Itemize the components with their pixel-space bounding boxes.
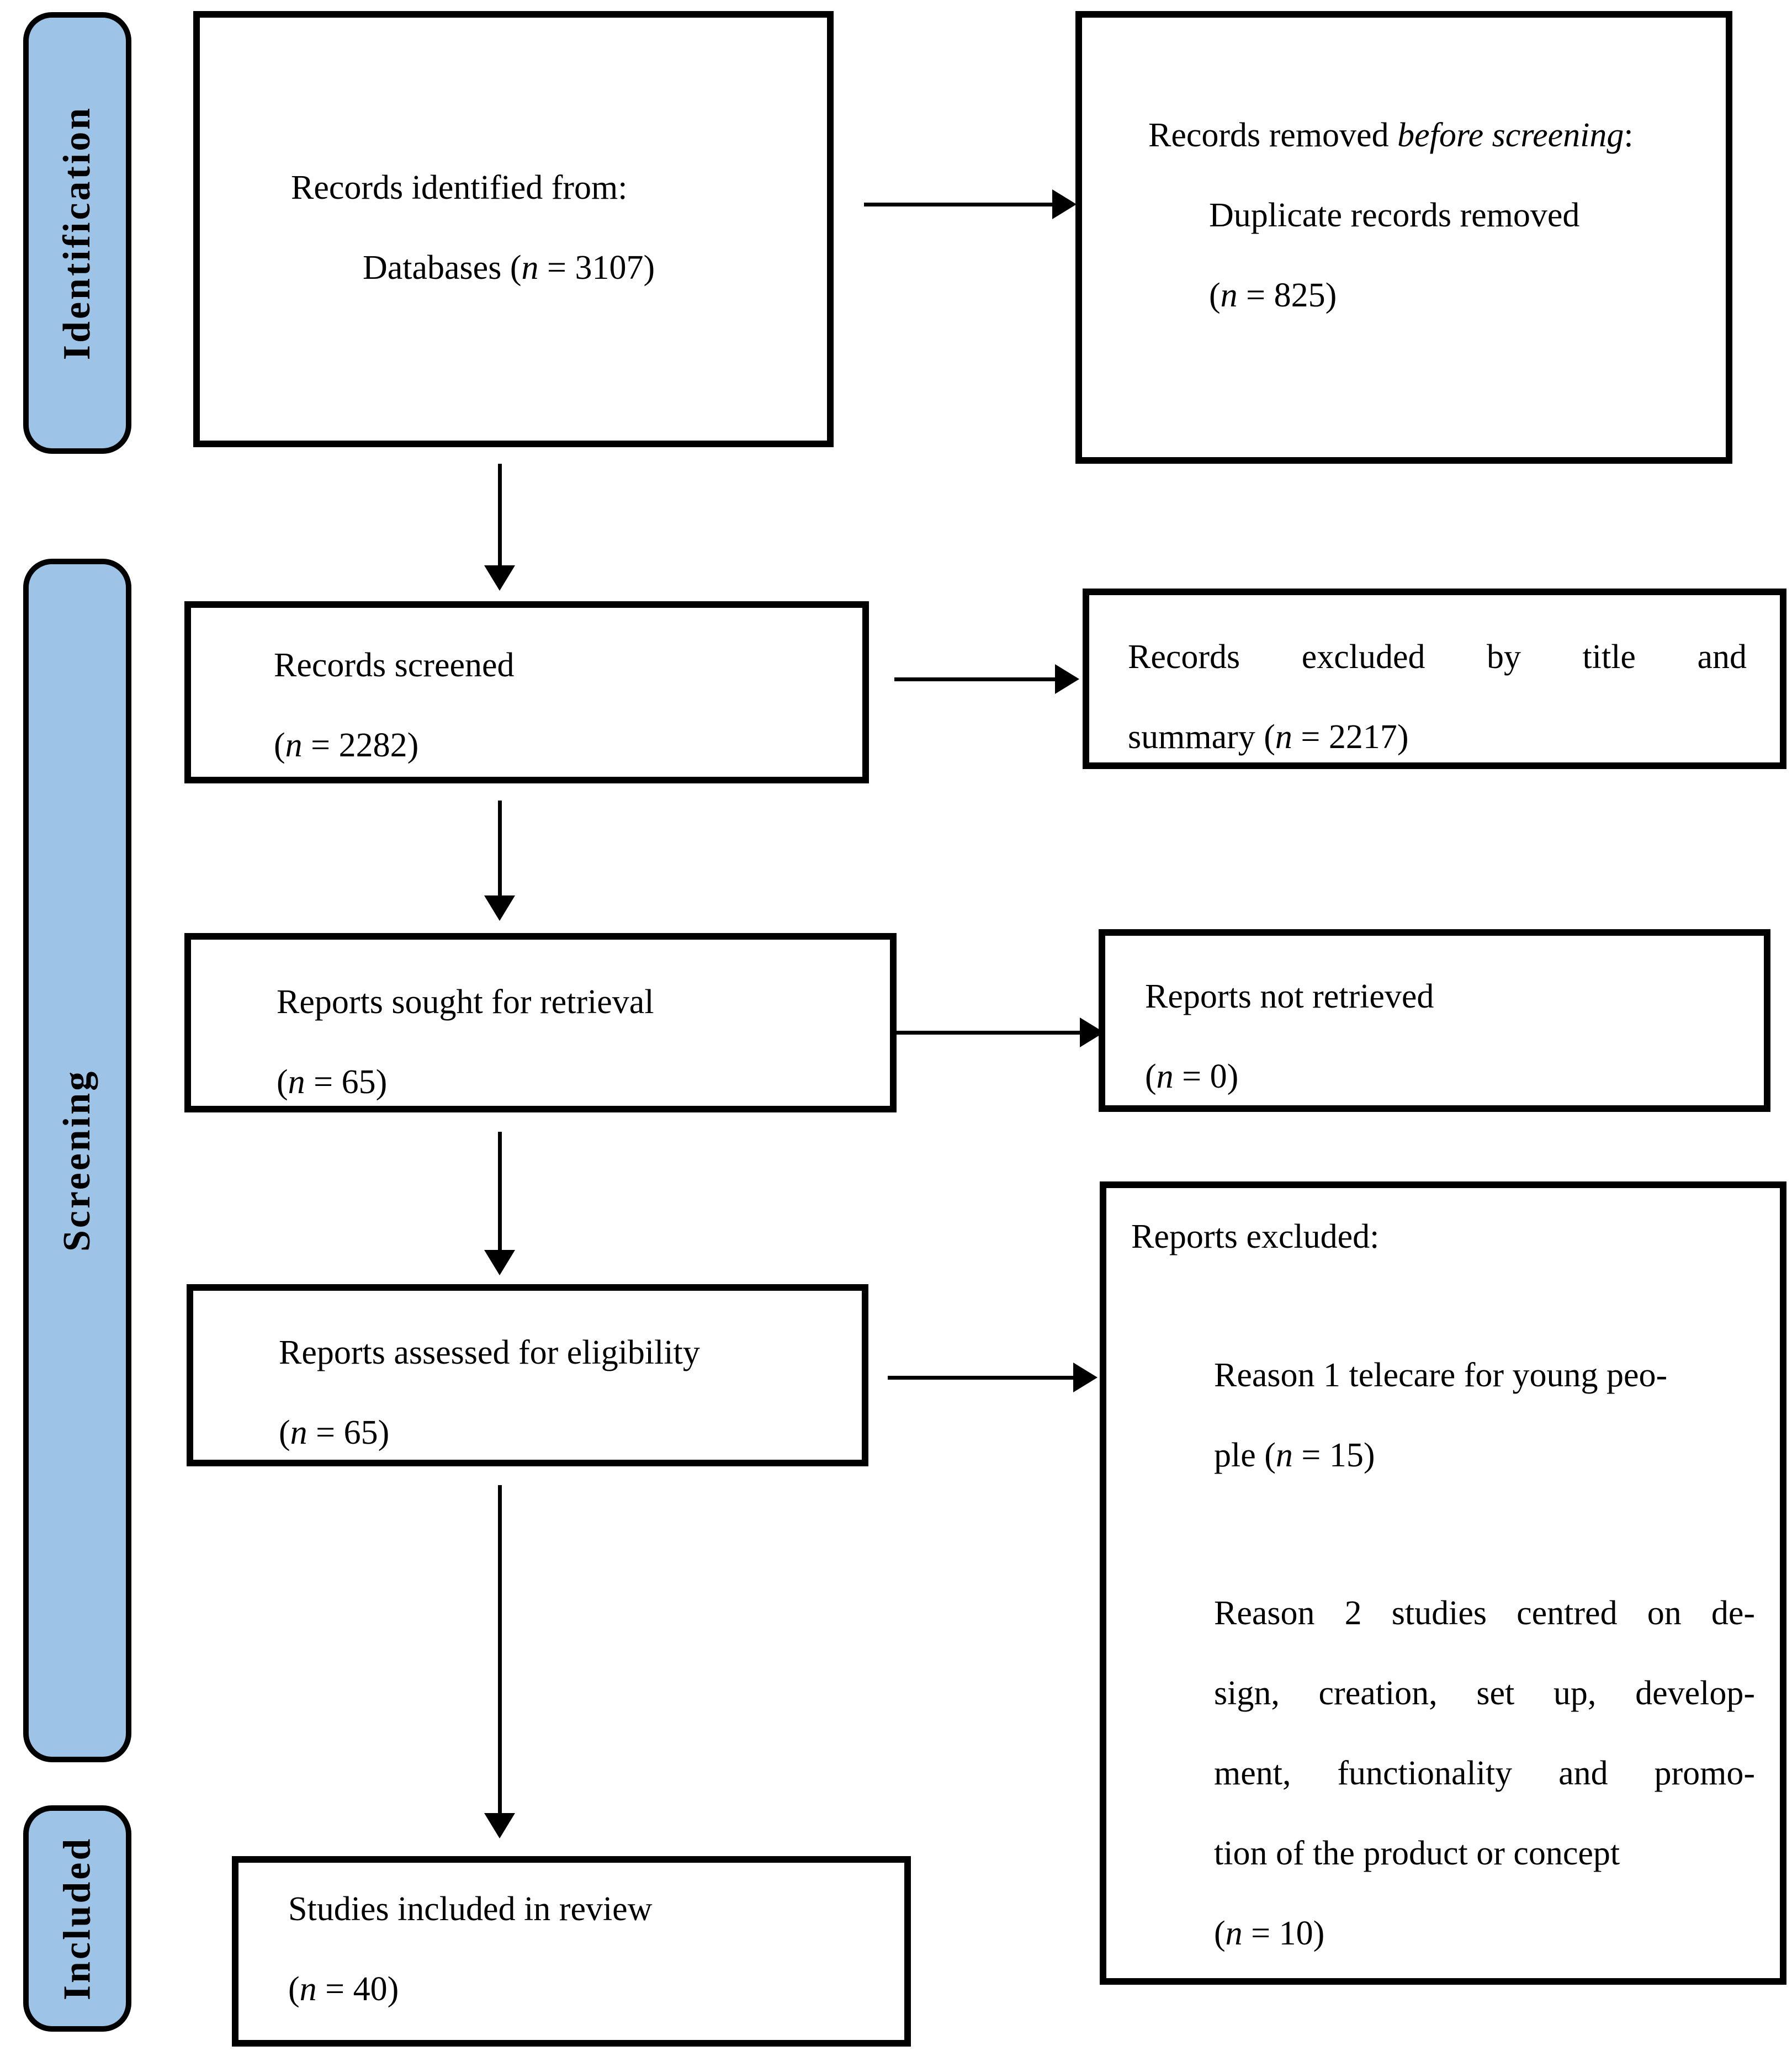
n-italic: n	[1275, 718, 1292, 756]
box-records-excluded: Records excluded by title and summary (n…	[1083, 589, 1786, 769]
n-italic: n	[1156, 1058, 1174, 1095]
arrow-head-right-icon	[1080, 1017, 1104, 1047]
arrow-shaft	[498, 801, 502, 901]
studies-included-count: (n = 40)	[288, 1970, 399, 2008]
arrow-identified-to-screened	[484, 464, 515, 591]
reports-assessed-count: (n = 65)	[279, 1414, 390, 1451]
arrow-head-down-icon	[484, 895, 515, 921]
arrow-shaft	[864, 203, 1057, 206]
reports-not-retrieved-line1: Reports not retrieved	[1145, 978, 1434, 1015]
arrow-head-right-icon	[1073, 1363, 1098, 1392]
reason-2-count: (n = 10)	[1214, 1915, 1325, 1952]
n-italic: n	[521, 249, 539, 287]
arrow-head-down-icon	[484, 1250, 515, 1275]
arrow-sought-to-not-retrieved	[894, 1017, 1104, 1047]
box-reports-not-retrieved: Reports not retrieved (n = 0)	[1099, 929, 1770, 1112]
records-identified-count: Databases (n = 3107)	[363, 249, 655, 287]
arrow-shaft	[498, 464, 502, 571]
stage-label-screening-text: Screening	[56, 1069, 99, 1252]
box-studies-included: Studies included in review (n = 40)	[232, 1856, 911, 2047]
n-italic: n	[1275, 1437, 1293, 1474]
records-removed-count: (n = 825)	[1209, 277, 1337, 314]
records-removed-line1: Records removed before screening:	[1148, 116, 1634, 154]
arrow-head-right-icon	[1055, 664, 1079, 694]
reports-assessed-line1: Reports assessed for eligibility	[279, 1334, 700, 1371]
reason-1-line1: Reason 1 telecare for young peo-	[1214, 1356, 1668, 1394]
reason-1-paragraph: Reason 1 telecare for young peo- ple (n …	[1214, 1335, 1755, 1496]
records-excluded-line1: Records excluded by title and	[1128, 638, 1747, 676]
studies-included-line1: Studies included in review	[288, 1890, 653, 1928]
records-identified-line1: Records identified from:	[291, 169, 628, 206]
arrow-shaft	[498, 1485, 502, 1819]
arrow-shaft	[894, 677, 1059, 681]
arrow-sought-to-assessed	[484, 1132, 515, 1275]
n-italic: n	[285, 727, 303, 764]
records-screened-line1: Records screened	[274, 646, 515, 684]
stage-label-included: Included	[23, 1805, 131, 2032]
n-italic: n	[1225, 1915, 1243, 1952]
reports-excluded-title: Reports excluded:	[1131, 1218, 1380, 1255]
arrow-shaft	[498, 1132, 502, 1255]
stage-label-identification-text: Identification	[56, 105, 99, 361]
stage-label-screening: Screening	[23, 559, 131, 1762]
n-italic: n	[1220, 277, 1238, 314]
box-records-identified: Records identified from: Databases (n = …	[193, 11, 834, 447]
records-removed-line2: Duplicate records removed	[1209, 197, 1580, 234]
arrow-identified-to-removed	[864, 189, 1077, 219]
n-italic: n	[299, 1970, 317, 2008]
arrow-shaft	[894, 1031, 1084, 1035]
records-screened-count: (n = 2282)	[274, 727, 419, 764]
stage-label-included-text: Included	[56, 1836, 98, 2001]
reports-not-retrieved-count: (n = 0)	[1145, 1058, 1239, 1095]
arrow-head-down-icon	[484, 1813, 515, 1838]
n-italic: n	[288, 1063, 305, 1101]
arrow-screened-to-sought	[484, 801, 515, 921]
reports-sought-line1: Reports sought for retrieval	[277, 983, 654, 1021]
reason-2-line4: tion of the product or concept	[1214, 1835, 1620, 1872]
arrow-head-right-icon	[1052, 189, 1077, 219]
box-reports-excluded-reasons: Reports excluded: Reason 1 telecare for …	[1100, 1181, 1786, 1985]
reason-1-count: ple (n = 15)	[1214, 1437, 1375, 1474]
arrow-shaft	[888, 1376, 1078, 1380]
records-excluded-count: summary (n = 2217)	[1128, 718, 1409, 756]
stage-label-identification: Identification	[23, 12, 131, 454]
arrow-screened-to-excluded	[894, 664, 1079, 694]
arrow-head-down-icon	[484, 565, 515, 591]
reason-2-line3: ment, functionality and promo-	[1214, 1755, 1755, 1792]
box-records-screened: Records screened (n = 2282)	[184, 601, 869, 783]
arrow-assessed-to-excluded-reasons	[888, 1363, 1098, 1392]
reason-2-paragraph: Reason 2 studies centred on de- sign, cr…	[1214, 1573, 1755, 1974]
n-italic: n	[290, 1414, 307, 1451]
before-screening-italic: before screening	[1397, 116, 1624, 154]
reason-2-line1: Reason 2 studies centred on de-	[1214, 1594, 1755, 1632]
reason-2-line2: sign, creation, set up, develop-	[1214, 1674, 1755, 1712]
box-records-removed: Records removed before screening: Duplic…	[1075, 11, 1732, 464]
reports-sought-count: (n = 65)	[277, 1063, 388, 1101]
box-reports-sought: Reports sought for retrieval (n = 65)	[184, 933, 897, 1112]
box-reports-assessed: Reports assessed for eligibility (n = 65…	[187, 1284, 868, 1466]
arrow-assessed-to-included	[484, 1485, 515, 1838]
